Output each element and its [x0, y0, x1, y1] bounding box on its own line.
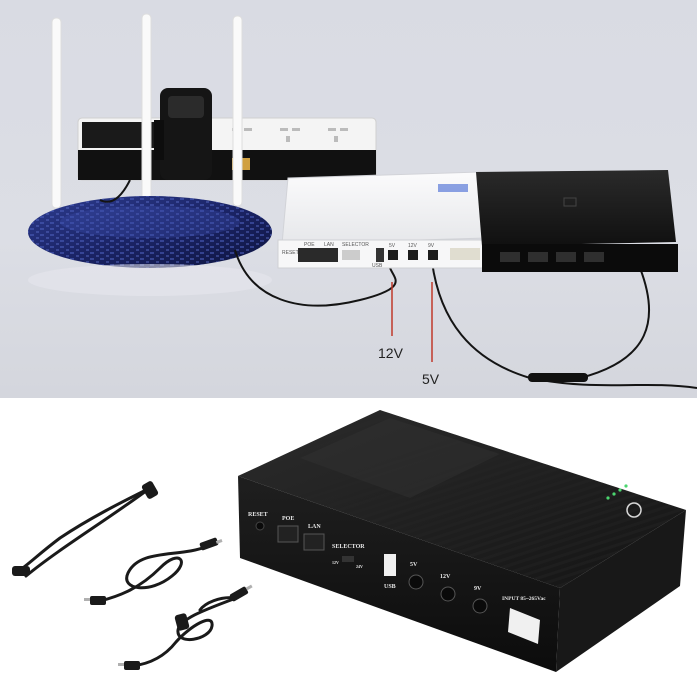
ups-5v-label: 5V: [410, 562, 418, 568]
power-adapter: [154, 88, 212, 180]
cable-splitter: [528, 373, 588, 382]
callout-5v-label: 5V: [422, 371, 440, 387]
ups-9v-label: 9V: [474, 586, 482, 592]
black-mini-ups: RESET POE LAN SELECTOR 12V 24V USB 5V 12…: [238, 410, 686, 672]
cable-connectors: [12, 481, 249, 670]
white-ups-usb-label: USB: [372, 263, 383, 269]
ups-selector-12v-label: 12V: [332, 560, 339, 565]
white-ups-reset-label: RESET: [282, 250, 299, 256]
ups-usb-label: USB: [384, 584, 396, 590]
ups-input-label: INPUT 85~265Vac: [502, 596, 546, 602]
ups-12v-label: 12V: [440, 574, 451, 580]
white-ups-lan-label: LAN: [324, 242, 334, 248]
ups-lan-label: LAN: [308, 524, 321, 530]
white-ups-selector-label: SELECTOR: [342, 242, 369, 248]
ups-selector-24v-label: 24V: [356, 564, 363, 569]
power-strip: [77, 117, 377, 181]
ups-selector-label: SELECTOR: [332, 544, 365, 550]
product-scene: RESET POE LAN SELECTOR 12V 24V USB 5V 12…: [0, 398, 697, 700]
white-mini-ups: RESET POE LAN SELECTOR USB 5V 12V 9V: [277, 171, 489, 269]
ups-poe-label: POE: [282, 516, 294, 522]
white-ups-5v-label: 5V: [389, 243, 396, 249]
black-network-box: [476, 170, 678, 272]
router-antennas: [51, 13, 243, 209]
product-illustration: RESET POE LAN SELECTOR 12V 24V USB 5V 12…: [12, 410, 686, 672]
installation-illustration: RESET POE LAN SELECTOR USB 5V 12V 9V 12V…: [28, 13, 697, 389]
wifi-router: [28, 196, 272, 296]
callout-12v-label: 12V: [378, 345, 404, 361]
white-ups-12v-label: 12V: [408, 243, 418, 249]
ups-reset-label: RESET: [248, 512, 268, 518]
accessory-cables: [18, 486, 238, 668]
installation-scene: RESET POE LAN SELECTOR USB 5V 12V 9V 12V…: [0, 0, 697, 398]
white-ups-9v-label: 9V: [428, 243, 435, 249]
white-ups-poe-label: POE: [304, 242, 315, 248]
